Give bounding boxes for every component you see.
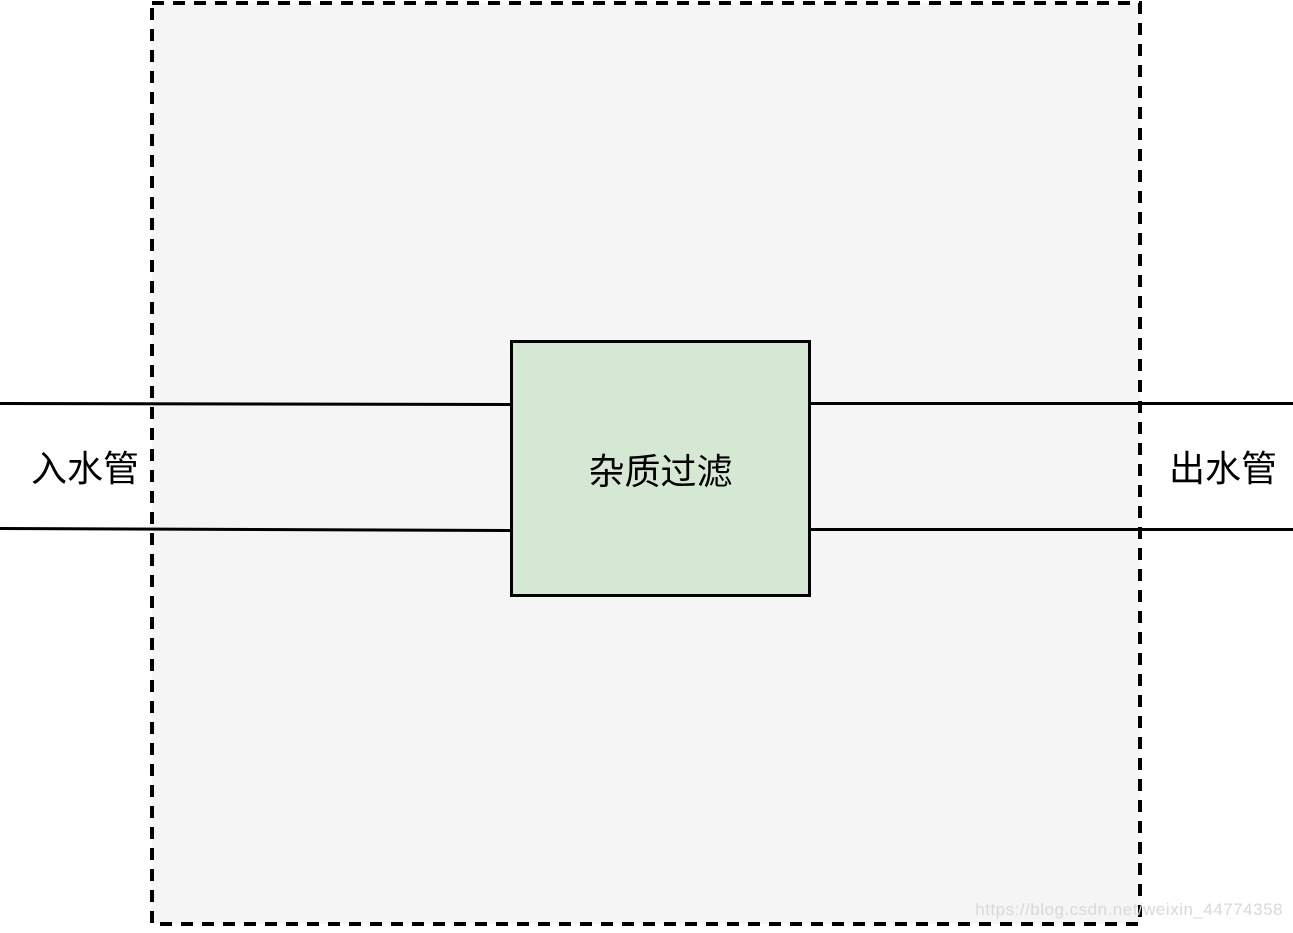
- inlet-pipe-label: 入水管: [30, 448, 139, 489]
- filter-box-label: 杂质过滤: [588, 450, 733, 492]
- filter-box: [510, 340, 811, 597]
- pipe-bottom-left-line: [0, 527, 512, 532]
- watermark-text: https://blog.csdn.net/weixin_44774358: [975, 900, 1283, 919]
- pipe-top-left-line: [0, 402, 512, 406]
- outlet-pipe-label: 出水管: [1168, 448, 1277, 489]
